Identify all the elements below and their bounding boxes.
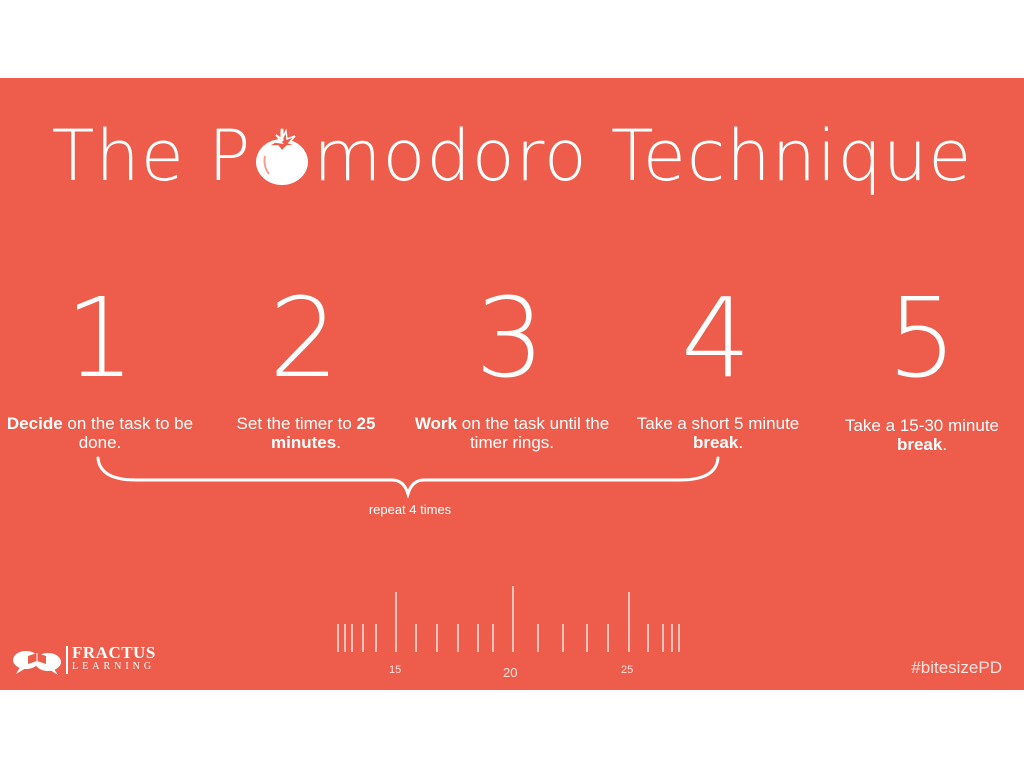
step-4-text: Take a short 5 minute break. [636,414,800,452]
step-5-text: Take a 15-30 minute break. [844,416,1000,454]
slide-title: The P modoro Technique [0,116,1024,196]
fractus-logo: FRACTUS LEARNING [12,644,156,676]
step-4-number: 4 [681,274,751,402]
step-4-bold: break [692,433,739,452]
ruler-label-25: 25 [621,664,634,676]
curly-brace [96,456,720,498]
logo-line-1: FRACTUS [72,643,156,662]
step-5-bold: break [896,435,943,454]
ruler-label-15: 15 [389,664,402,676]
ruler-label-20: 20 [503,665,518,680]
tomato-icon [251,126,313,188]
title-part-1: The P [51,115,252,197]
fractus-speech-bubble-book-icon [13,651,61,675]
pomodoro-slide: The P modoro Technique 1 2 3 4 5 Decide … [0,78,1024,690]
step-3-text: Work on the task until the timer rings. [414,414,610,452]
repeat-label: repeat 4 times [368,502,452,517]
step-1-number: 1 [65,274,135,402]
step-1-bold: Decide [6,414,63,433]
step-3-bold: Work [414,414,458,433]
step-1-text: Decide on the task to be done. [6,414,194,452]
step-5-number: 5 [887,274,957,402]
timer-ruler [337,586,680,652]
step-3-number: 3 [475,274,545,402]
step-2-number: 2 [269,274,339,402]
step-2-text: Set the timer to 25 minutes. [236,414,376,452]
hashtag: #bitesizePD [911,658,1002,677]
title-part-2: modoro Technique [313,115,973,197]
step-2-bold: 25 minutes [271,414,376,452]
logo-line-2: LEARNING [72,661,156,672]
